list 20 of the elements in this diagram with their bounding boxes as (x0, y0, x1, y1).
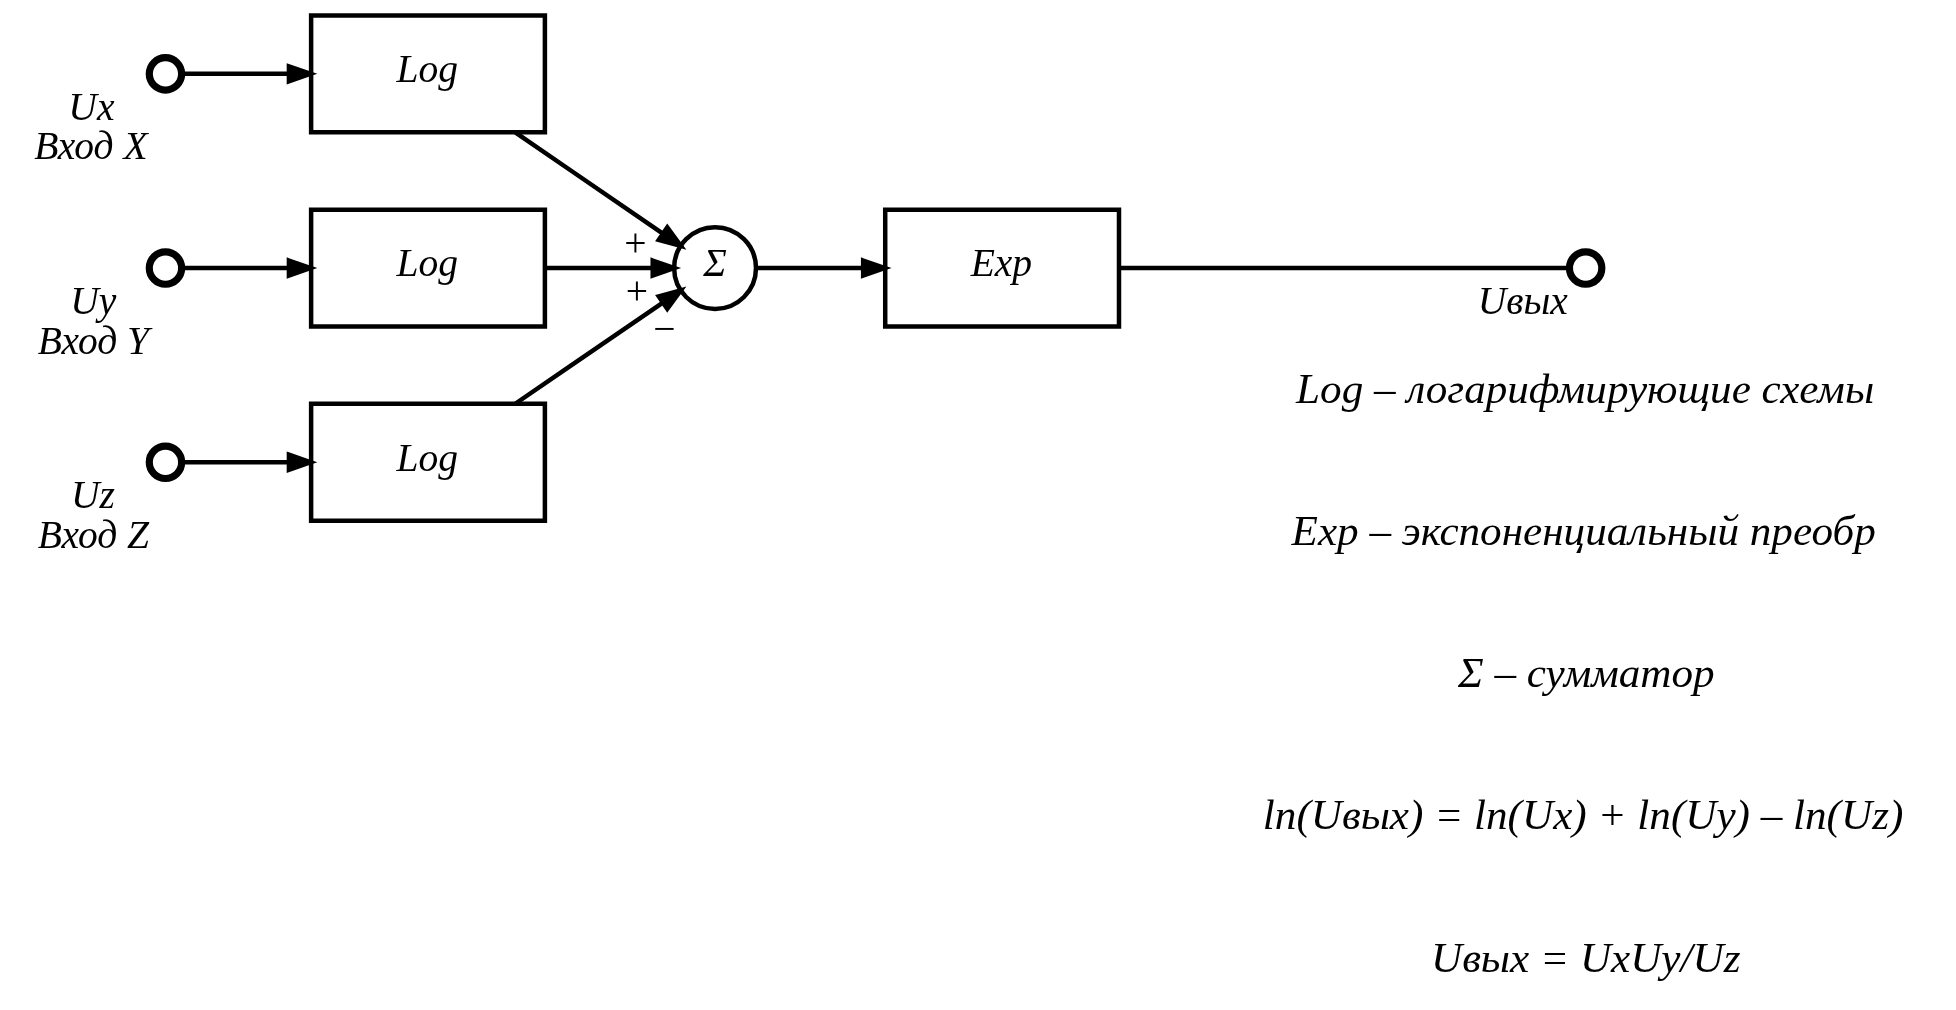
node-circle (1565, 248, 1605, 288)
label: ln(Uвых) = ln(Ux) + ln(Uy) – ln(Uz) (1262, 791, 1903, 839)
arrow (544, 257, 681, 279)
label: Log – логарифмирующие схемы (1295, 365, 1874, 413)
node-box: Log (308, 401, 547, 523)
node-circle: Σ (671, 224, 758, 312)
edge-label: + (623, 221, 646, 266)
label: Σ – сумматор (1457, 649, 1715, 697)
node-circle (145, 54, 185, 94)
node-circle (145, 442, 185, 483)
node-box: Log (308, 13, 547, 135)
node-box: Log (308, 207, 547, 329)
label: Uвых = UxUy/Uz (1430, 933, 1740, 981)
label: Exp – экспоненциальный преобр (1291, 507, 1876, 555)
arrow (755, 257, 892, 279)
node-circle (145, 248, 185, 288)
edge-label: + (625, 268, 648, 313)
node-box: Exp (882, 207, 1121, 329)
connector (1118, 265, 1569, 271)
node-label: Uвых (1477, 279, 1568, 324)
